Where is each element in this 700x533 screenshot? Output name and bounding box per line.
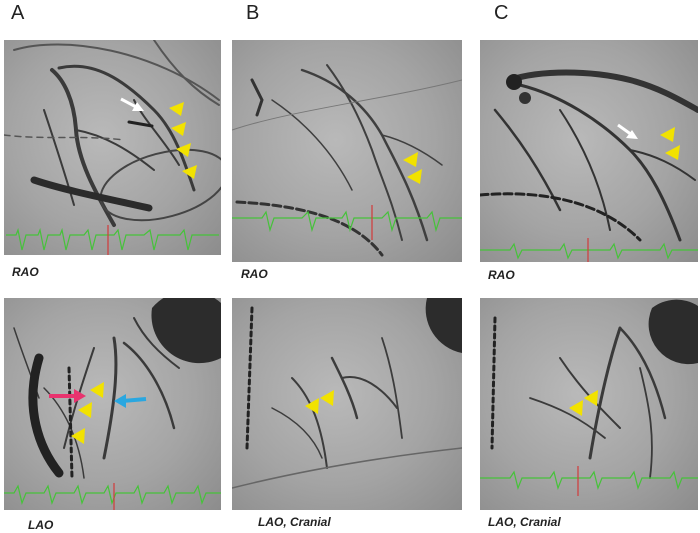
view-label-c-top: RAO bbox=[488, 268, 515, 282]
column-label-c: C bbox=[494, 2, 509, 24]
white-arrow-icon bbox=[617, 123, 638, 139]
arrowhead-icon bbox=[90, 382, 104, 398]
arrowhead-icon bbox=[403, 152, 418, 167]
blue-arrow-icon bbox=[114, 394, 147, 408]
view-label-b-bottom: LAO, Cranial bbox=[258, 515, 331, 529]
arrowhead-icon bbox=[169, 102, 184, 116]
angiogram-panel-a-top bbox=[4, 40, 221, 255]
arrowhead-icon bbox=[182, 165, 197, 179]
view-label-b-top: RAO bbox=[241, 267, 268, 281]
view-label-a-bottom: LAO bbox=[28, 518, 54, 532]
arrowhead-icon bbox=[665, 145, 680, 160]
arrowhead-icon bbox=[407, 169, 422, 184]
angiogram-panel-b-bottom bbox=[232, 298, 462, 510]
angiogram-panel-a-bottom bbox=[4, 298, 221, 510]
arrowhead-icon bbox=[71, 428, 85, 444]
angiogram-panel-c-top bbox=[480, 40, 698, 262]
angiogram-panel-c-bottom bbox=[480, 298, 698, 510]
pink-arrow-icon bbox=[49, 389, 86, 403]
arrowhead-icon bbox=[305, 398, 319, 414]
arrowhead-icon bbox=[176, 143, 191, 157]
view-label-c-bottom: LAO, Cranial bbox=[488, 515, 561, 529]
white-arrow-icon bbox=[120, 97, 144, 111]
column-label-a: A bbox=[11, 2, 25, 24]
column-label-b: B bbox=[246, 2, 260, 24]
arrowhead-icon bbox=[171, 122, 186, 136]
arrowhead-icon bbox=[584, 390, 598, 406]
arrowhead-icon bbox=[569, 400, 583, 416]
arrowhead-icon bbox=[78, 402, 92, 418]
arrowhead-icon bbox=[320, 390, 334, 406]
arrowhead-icon bbox=[660, 127, 675, 142]
angiogram-panel-b-top bbox=[232, 40, 462, 262]
view-label-a-top: RAO bbox=[12, 265, 39, 279]
